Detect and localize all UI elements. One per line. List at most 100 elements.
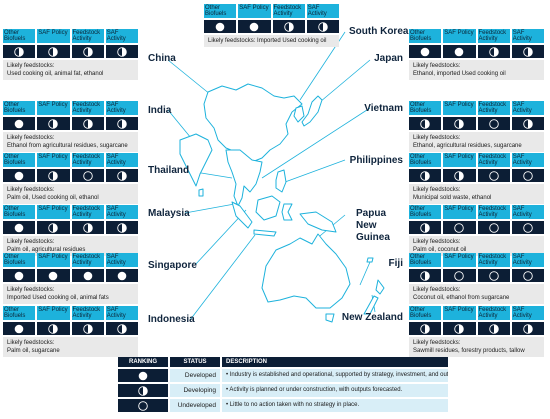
legend-description: • Activity is planned or under construct… [222,384,448,397]
leader-line-malaysia [184,202,241,214]
header-cell: SAF Policy [37,253,70,267]
rating-cell [105,322,138,335]
partial-circle-icon [283,21,294,32]
partial-circle-icon [523,46,533,57]
rating-cell [477,322,510,335]
rating-cell [37,45,70,58]
india-shape [179,133,213,187]
header-cell: SAF Activity [105,29,138,43]
rating-cell [511,117,544,130]
empty-circle-icon [82,170,93,181]
header-cell: Feedstock Activity [71,153,104,167]
rating-cell [105,221,138,234]
rating-cell [37,117,70,130]
country-label-singapore: Singapore [148,260,197,271]
rating-row [409,322,544,335]
rating-cell [409,322,442,335]
feedstock-text: Sawmill residues, forestry products, tal… [413,348,525,354]
feedstock-box: Likely feedstocks: Palm oil, coconut oil [409,236,544,256]
partial-circle-icon [420,323,430,334]
header-cell: Other Biofuels [3,29,36,43]
header-cell: Other Biofuels [409,253,442,267]
feedstock-text: Municipal sold waste, ethanol [413,195,492,201]
country-label-thailand: Thailand [148,165,190,176]
partial-circle-icon [82,222,93,233]
header-cell: Other Biofuels [3,101,36,115]
rating-cell [37,169,70,182]
feedstock-label: Likely feedstocks: [413,239,461,245]
feedstock-text: Coconut oil, ethanol from sugarcane [413,295,510,301]
header-cell: SAF Policy [443,253,476,267]
ranking-legend: RANKING STATUS DESCRIPTION Developed• In… [118,357,448,412]
feedstock-box: Likely feedstocks:Ethanol, imported Used… [409,60,544,80]
feedstock-label: Likely feedstocks: [413,135,461,141]
partial-circle-icon [117,170,127,181]
header-cell: SAF Activity [105,205,138,219]
header-cell: Other Biofuels [3,253,36,267]
country-label-papua-new-guinea: Papua New Guinea [356,208,390,243]
feedstock-text: Palm oil, agricultural residues [7,247,86,253]
leader-line-japan [313,59,371,108]
leader-line-fiji [359,261,371,286]
rating-cell [443,221,476,234]
header-cell: SAF Policy [37,205,70,219]
rating-cell [105,117,138,130]
feedstock-box: Likely feedstocks:Used cooking oil, anim… [3,60,138,80]
rating-cell [409,169,442,182]
feedstock-label: Likely feedstocks: [7,287,55,293]
empty-circle-icon [523,270,533,281]
header-cell: SAF Policy [443,205,476,219]
header-cell: Other Biofuels [204,4,237,18]
header-cell: Feedstock Activity [477,306,510,320]
feedstock-text: Palm oil, sugarcane [7,348,60,354]
sri-lanka-shape [198,188,204,197]
empty-circle-icon [488,222,499,233]
full-circle-icon [14,324,24,333]
rating-cell [409,45,442,58]
country-label-south-korea: South Korea [349,26,409,37]
rating-cell [3,45,36,58]
feedstock-text: Palm oil, coconut oil [413,247,467,253]
feedstock-box: Likely feedstocks:Ethanol from agricultu… [3,132,138,152]
country-label-malaysia: Malaysia [148,208,190,219]
rating-cell [238,20,271,33]
feedstock-text: Imported Used cooking oil [257,38,327,44]
header-cell: Feedstock Activity [477,253,510,267]
legend-status: Developing [170,384,220,397]
header-cell: Feedstock Activity [71,205,104,219]
partial-circle-icon [117,323,127,334]
header-cell: SAF Activity [306,4,339,18]
philippines-shape [275,169,287,193]
header-cell: SAF Policy [443,101,476,115]
full-circle-icon [420,47,430,56]
empty-circle-icon [454,270,465,281]
partial-circle-icon [82,323,93,334]
header-cell: SAF Activity [511,29,544,43]
header-cell: Other Biofuels [409,306,442,320]
leader-line-indonesia [189,234,256,321]
leader-line-singapore [194,209,247,266]
china-shape [203,83,303,163]
feedstock-text: Palm oil, Used cooking oil, ethanol [7,195,99,201]
legend-header-description: DESCRIPTION [222,357,448,367]
header-cell: SAF Activity [511,253,544,267]
feedstock-label: Likely feedstocks: [7,63,55,69]
rating-cell [71,269,104,282]
rating-cell [409,221,442,234]
feedstock-box: Likely feedstocks:Palm oil, agricultural… [3,236,138,256]
partial-circle-icon [523,323,533,334]
header-cell: Other Biofuels [409,153,442,167]
rating-cell [71,221,104,234]
rating-row [409,169,544,182]
new-guinea-shape [299,211,337,233]
header-cell: SAF Activity [105,253,138,267]
rating-cell [105,45,138,58]
full-circle-icon [138,371,148,380]
